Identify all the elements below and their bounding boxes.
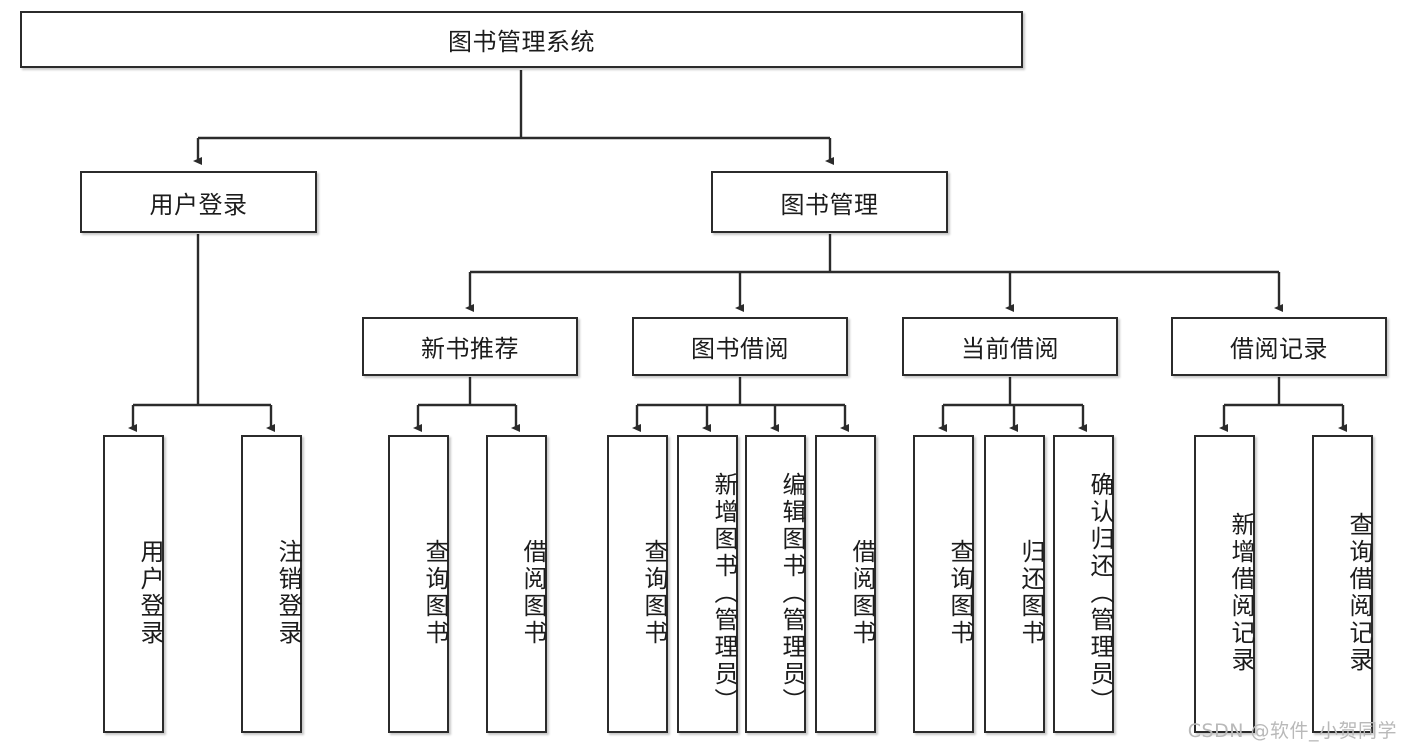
leaf-borrow-borrow-book[interactable]: 借阅图书 — [815, 435, 876, 733]
leaf-user-login-logout[interactable]: 注销登录 — [241, 435, 302, 733]
node-current-borrow[interactable]: 当前借阅 — [902, 317, 1118, 376]
leaf-record-add-record[interactable]: 新增借阅记录 — [1194, 435, 1255, 733]
node-label: 查询图书 — [946, 539, 974, 647]
node-label: 查询借阅记录 — [1345, 512, 1373, 674]
leaf-borrow-add-book-admin[interactable]: 新增图书（管理员） — [677, 435, 738, 733]
node-user-login[interactable]: 用户登录 — [80, 171, 317, 233]
leaf-current-query-book[interactable]: 查询图书 — [913, 435, 974, 733]
node-label: 借阅图书 — [848, 539, 876, 647]
node-label: 借阅记录 — [1230, 335, 1328, 363]
node-label: 新增图书（管理员） — [710, 471, 738, 715]
node-borrow-record[interactable]: 借阅记录 — [1171, 317, 1387, 376]
leaf-record-query-record[interactable]: 查询借阅记录 — [1312, 435, 1373, 733]
node-label: 新增借阅记录 — [1227, 512, 1255, 674]
node-label: 注销登录 — [274, 539, 302, 647]
node-label: 图书管理系统 — [448, 28, 595, 56]
leaf-borrow-edit-book-admin[interactable]: 编辑图书（管理员） — [745, 435, 806, 733]
node-book-borrow[interactable]: 图书借阅 — [632, 317, 848, 376]
leaf-user-login-login[interactable]: 用户登录 — [103, 435, 164, 733]
node-label: 查询图书 — [421, 539, 449, 647]
node-label: 编辑图书（管理员） — [778, 471, 806, 715]
node-label: 当前借阅 — [961, 335, 1059, 363]
node-label: 用户登录 — [136, 539, 164, 647]
node-label: 图书借阅 — [691, 335, 789, 363]
leaf-current-return-book[interactable]: 归还图书 — [984, 435, 1045, 733]
leaf-borrow-query-book[interactable]: 查询图书 — [607, 435, 668, 733]
leaf-current-confirm-return-admin[interactable]: 确认归还（管理员） — [1053, 435, 1114, 733]
node-root-system[interactable]: 图书管理系统 — [20, 11, 1023, 68]
node-label: 新书推荐 — [421, 335, 519, 363]
csdn-watermark: CSDN @软件_小贺同学 — [1187, 720, 1397, 742]
node-label: 查询图书 — [640, 539, 668, 647]
leaf-new-book-borrow[interactable]: 借阅图书 — [486, 435, 547, 733]
node-new-book-recommend[interactable]: 新书推荐 — [362, 317, 578, 376]
node-label: 借阅图书 — [519, 539, 547, 647]
leaf-new-book-query[interactable]: 查询图书 — [388, 435, 449, 733]
node-label: 确认归还（管理员） — [1086, 471, 1114, 715]
node-book-management[interactable]: 图书管理 — [711, 171, 948, 233]
node-label: 图书管理 — [780, 190, 879, 219]
node-label: 用户登录 — [149, 190, 248, 219]
node-label: 归还图书 — [1017, 539, 1045, 647]
